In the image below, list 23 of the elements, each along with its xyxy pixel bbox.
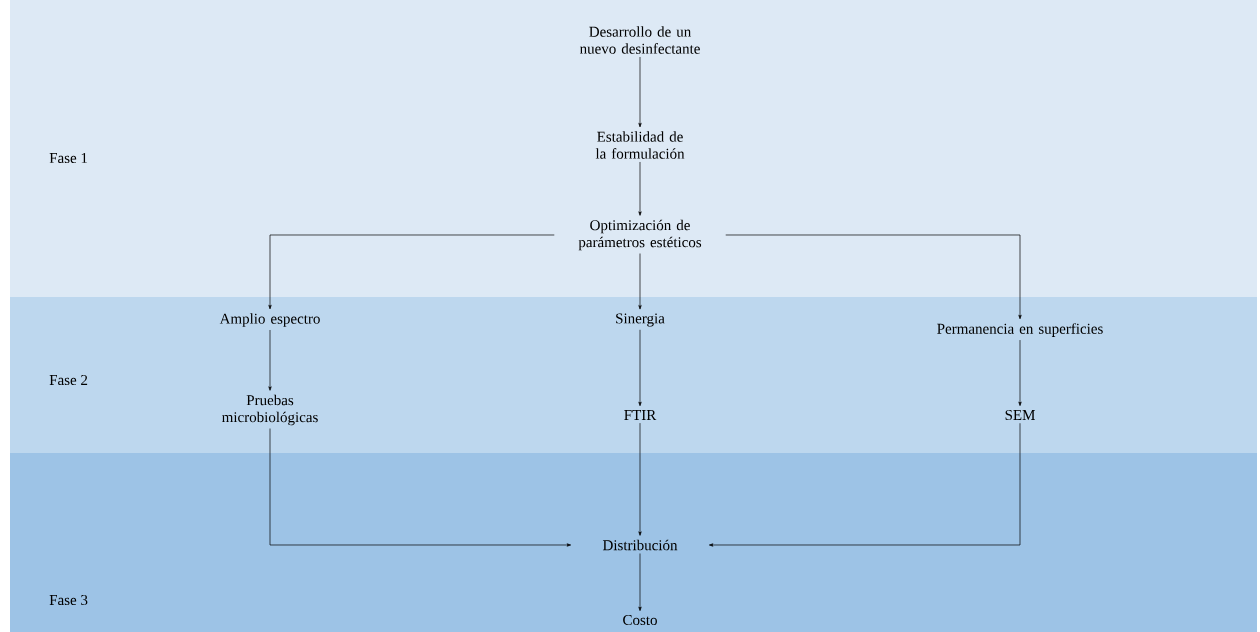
step-text: Estabilidad de la formulación [595,131,685,159]
arrow [268,329,272,391]
step-text: Desarrollo de un nuevo desinfectante [579,26,700,54]
step-text: Amplio espectro [219,313,320,327]
step-text: Optimización de parámetros estéticos [578,219,702,251]
arrow [638,161,642,216]
arrow [638,253,642,310]
step-text: Distribución [602,539,678,551]
step-text: Permanencia en superficies [937,323,1103,337]
step-text: SEM [1005,409,1035,421]
arrow [268,234,555,310]
arrow [1018,339,1022,406]
arrow [638,553,642,611]
arrow [725,234,1022,320]
step-text: FTIR [624,410,657,420]
arrow [638,329,642,407]
arrow [708,422,1021,547]
step-text: Sinergia [616,313,665,327]
arrow [638,422,642,536]
arrow [269,428,572,547]
step-text: Pruebas microbiológicas [222,394,318,426]
step-text: Costo [623,614,657,626]
arrow [638,56,642,128]
